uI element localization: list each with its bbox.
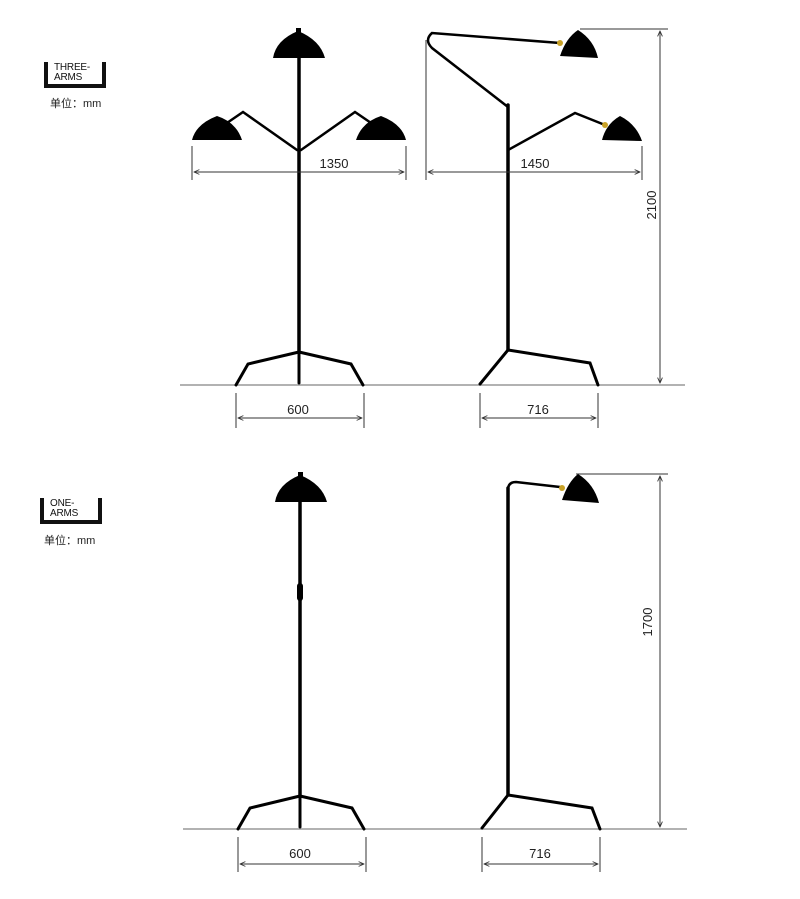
brass-joint (559, 485, 565, 491)
badge-line2: ARMS (50, 508, 79, 519)
lamp-shade-left (192, 116, 242, 140)
lamp-arm-right (299, 110, 376, 152)
dim-label-600: 600 (287, 402, 309, 417)
one-arms-badge-text: ONE- ARMS (50, 499, 78, 519)
tripod-leg-front (506, 348, 600, 387)
dim-label-716: 716 (529, 846, 551, 861)
tripod-leg-back (478, 348, 510, 386)
lamp-arm-left (222, 110, 299, 152)
three-arm-front-lamp (222, 53, 376, 387)
three-arms-badge-text: THREE- ARMS (54, 63, 90, 83)
one-arm-front-lamp (236, 498, 366, 831)
tripod-leg-left (236, 794, 302, 831)
three-arms-badge: THREE- ARMS (44, 62, 106, 88)
lamp-arm-short (506, 111, 607, 152)
tripod-leg-right (298, 794, 366, 831)
badge-line1: THREE- (54, 62, 91, 73)
lamp-shade-top-cap (296, 28, 301, 33)
dim-label-716: 716 (527, 402, 549, 417)
lamp-arm-long (426, 31, 562, 109)
brass-joint (557, 40, 563, 46)
brass-joint (602, 122, 608, 128)
tripod-leg-back (480, 793, 510, 830)
dimension-lines (191, 28, 668, 428)
one-arm-side-lamp (480, 480, 602, 831)
lamp-shade-cap (298, 472, 303, 477)
lamp-shade (562, 474, 599, 503)
dim-label-1350: 1350 (320, 156, 349, 171)
lamp-shade (275, 475, 327, 502)
badge-line2: ARMS (54, 72, 83, 83)
lamp-arm (506, 480, 562, 492)
three-arm-side-lamp (426, 31, 607, 387)
one-arms-badge: ONE- ARMS (40, 498, 102, 524)
tripod-leg-left (234, 350, 301, 387)
lamp-shade-upper (560, 30, 598, 58)
badge-line1: ONE- (50, 498, 75, 509)
dimension-lines (237, 473, 668, 872)
lamp-shade-lower (602, 116, 642, 141)
dim-label-2100: 2100 (644, 191, 659, 220)
dim-label-600: 600 (289, 846, 311, 861)
lamp-shade-top (273, 31, 325, 58)
tripod-leg-front (506, 793, 602, 831)
unit-label: 单位：mm (44, 535, 96, 547)
lamp-shade-right (356, 116, 406, 140)
dim-label-1700: 1700 (640, 608, 655, 637)
tripod-leg-right (297, 350, 365, 387)
dim-label-1450: 1450 (521, 156, 550, 171)
unit-label: 单位：mm (50, 98, 102, 110)
